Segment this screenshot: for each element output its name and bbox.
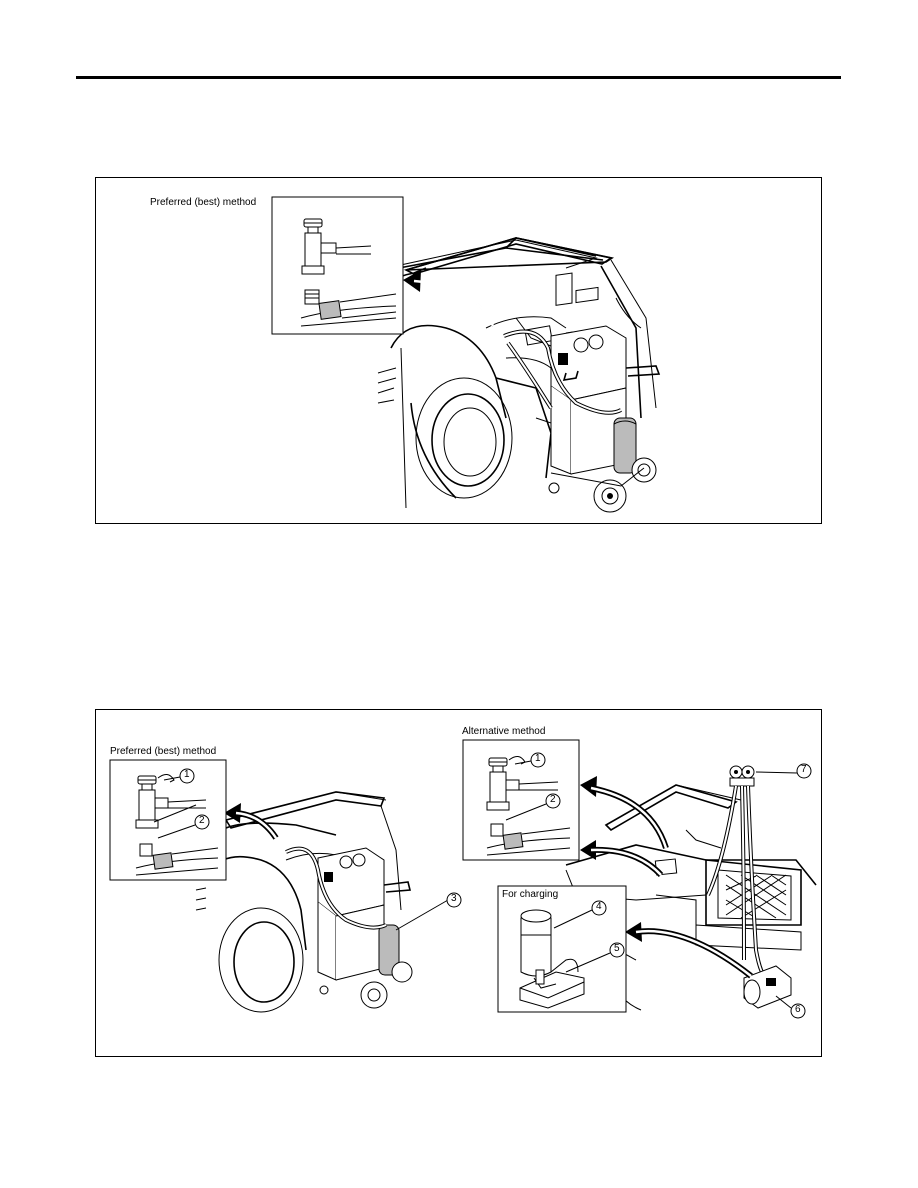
callout-number-4: 4	[596, 901, 602, 912]
figure-recovery-station-connection: Preferred (best) method	[95, 177, 822, 524]
oil-injector-illustration	[519, 909, 585, 1009]
callout-number-6: 6	[795, 1004, 801, 1015]
illustration-truck-with-recovery-station	[271, 196, 661, 513]
callout-circle-6	[790, 1003, 806, 1019]
inset-label-preferred-method: Preferred (best) method	[150, 197, 257, 208]
callout-number-3: 3	[451, 893, 457, 904]
service-coupler-illustration	[300, 218, 397, 327]
callout-number-7: 7	[801, 764, 807, 775]
callout-circle-1-left	[179, 768, 195, 784]
callout-circle-1-right	[530, 752, 546, 768]
connection-arrow-alternative-bottom	[580, 840, 664, 878]
connection-arrow-preferred	[224, 803, 279, 840]
label-preferred-method: Preferred (best) method	[110, 746, 217, 757]
callout-circle-4	[591, 900, 607, 916]
callout-number-2-left: 2	[199, 815, 205, 826]
charging-cylinder-device	[743, 965, 792, 1009]
leader-line-1-left	[163, 776, 181, 781]
header-rule	[76, 76, 841, 79]
connection-arrow	[403, 270, 495, 327]
callout-number-5: 5	[614, 943, 620, 954]
leader-line-1-right	[514, 760, 532, 765]
label-for-charging: For charging	[502, 889, 559, 900]
callout-circle-7	[796, 763, 812, 779]
callout-number-2-right: 2	[550, 794, 556, 805]
connection-arrow-charging	[625, 922, 753, 979]
illustration-charging-methods	[109, 739, 817, 1019]
recovery-recycling-station-left	[285, 846, 413, 1009]
callout-circle-2-left	[194, 814, 210, 830]
coupler-illustration-preferred	[135, 774, 219, 876]
callout-circle-3	[446, 892, 462, 908]
leader-line-4	[553, 909, 593, 929]
leader-line-2-left	[157, 824, 196, 839]
coupler-illustration-alternative	[486, 756, 571, 856]
label-alternative-method: Alternative method	[462, 726, 546, 737]
leader-line-2-right	[505, 803, 547, 821]
figure-charging-methods: Preferred (best) method Alternative meth…	[95, 709, 822, 1057]
callout-circle-5	[609, 942, 625, 958]
leader-line-6	[775, 995, 792, 1009]
connection-arrow-alternative-top	[580, 776, 669, 849]
callout-number-1-right: 1	[535, 753, 541, 764]
leader-line-7	[755, 771, 798, 774]
callout-circle-2-right	[545, 793, 561, 809]
leader-line-3	[395, 899, 449, 931]
leader-line-5	[565, 952, 611, 973]
callout-number-1-left: 1	[184, 769, 190, 780]
recovery-recycling-station	[503, 272, 661, 513]
